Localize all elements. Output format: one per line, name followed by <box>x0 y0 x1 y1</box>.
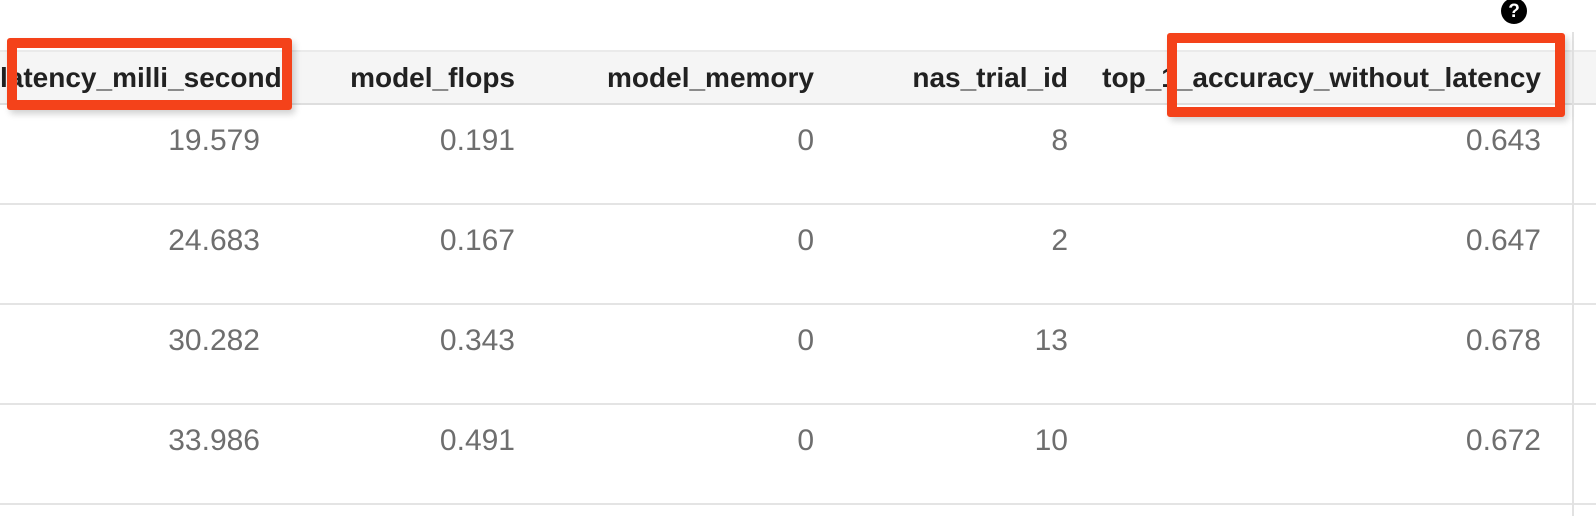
column-divider-line <box>1572 32 1574 516</box>
cell-latency_milli_seconds: 33.986 <box>0 404 292 505</box>
column-header-top_1_accuracy_without_latency[interactable]: top_1_accuracy_without_latency <box>1100 50 1573 105</box>
cell-model_flops: 0.343 <box>292 304 547 405</box>
column-header-latency_milli_seconds[interactable]: latency_milli_seconds <box>0 50 292 105</box>
cell-top_1_accuracy_without_latency: 0.647 <box>1100 204 1573 305</box>
cell-latency_milli_seconds: 19.579 <box>0 104 292 205</box>
cell-model_memory: 0 <box>547 404 846 505</box>
cell-nas_trial_id: 2 <box>846 204 1100 305</box>
cell-model_flops: 0.191 <box>292 104 547 205</box>
cell-partial <box>1573 104 1596 205</box>
cell-nas_trial_id: 10 <box>846 404 1100 505</box>
cell-top_1_accuracy_without_latency: 0.672 <box>1100 404 1573 505</box>
cell-latency_milli_seconds: 30.282 <box>0 304 292 405</box>
help-icon[interactable]: ? <box>1501 0 1527 24</box>
cell-latency_milli_seconds: 24.683 <box>0 204 292 305</box>
cell-model_memory: 0 <box>547 204 846 305</box>
column-header-partial <box>1573 50 1596 105</box>
cell-nas_trial_id: 13 <box>846 304 1100 405</box>
cell-model_memory: 0 <box>547 304 846 405</box>
cell-model_flops: 0.491 <box>292 404 547 505</box>
cell-partial <box>1573 404 1596 505</box>
column-header-nas_trial_id[interactable]: nas_trial_id <box>846 50 1100 105</box>
help-icon-glyph: ? <box>1508 0 1520 22</box>
cell-partial <box>1573 304 1596 405</box>
cell-model_flops: 0.167 <box>292 204 547 305</box>
cell-top_1_accuracy_without_latency: 0.643 <box>1100 104 1573 205</box>
column-header-model_flops[interactable]: model_flops <box>292 50 547 105</box>
cell-model_memory: 0 <box>547 104 846 205</box>
cell-nas_trial_id: 8 <box>846 104 1100 205</box>
cell-partial <box>1573 204 1596 305</box>
column-header-model_memory[interactable]: model_memory <box>547 50 846 105</box>
cell-top_1_accuracy_without_latency: 0.678 <box>1100 304 1573 405</box>
